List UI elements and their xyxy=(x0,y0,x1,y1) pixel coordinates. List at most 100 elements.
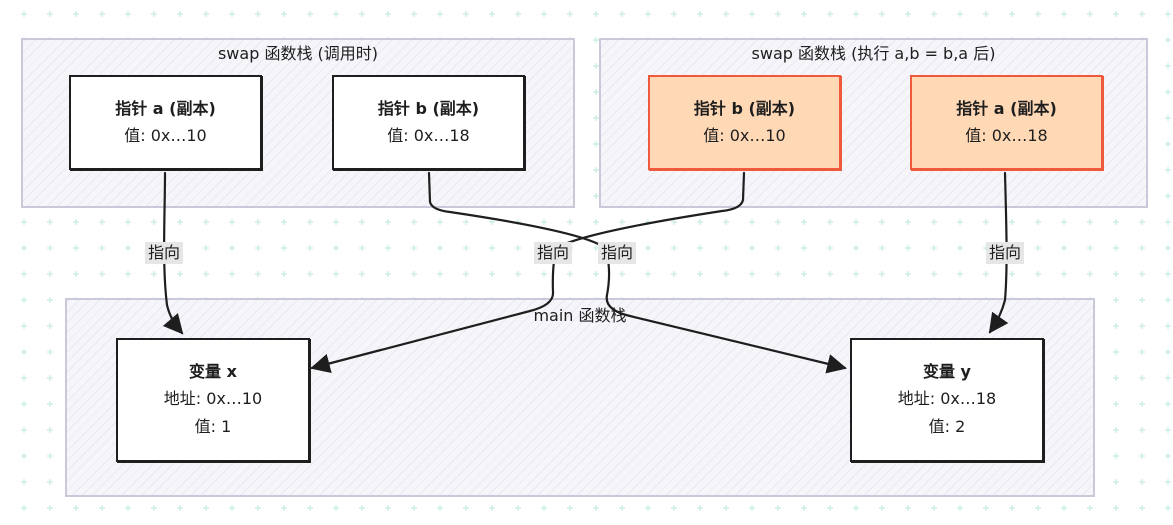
grid-plus-mark xyxy=(21,479,27,485)
pointer-a-copy-box[interactable]: 指针 a (副本) 值: 0x…10 xyxy=(69,75,262,170)
grid-plus-mark xyxy=(307,219,313,225)
grid-plus-mark xyxy=(47,271,53,277)
grid-plus-mark xyxy=(281,505,287,511)
grid-plus-mark xyxy=(333,219,339,225)
grid-plus-mark xyxy=(437,271,443,277)
grid-plus-mark xyxy=(1113,479,1119,485)
grid-plus-mark xyxy=(593,63,599,69)
grid-plus-mark xyxy=(515,505,521,511)
grid-plus-mark xyxy=(255,271,261,277)
grid-plus-mark xyxy=(1087,11,1093,17)
grid-plus-mark xyxy=(47,219,53,225)
frame-title: swap 函数栈 (执行 a,b = b,a 后) xyxy=(751,44,996,63)
grid-plus-mark xyxy=(359,11,365,17)
grid-plus-mark xyxy=(931,245,937,251)
grid-plus-mark xyxy=(437,11,443,17)
grid-plus-mark xyxy=(1113,297,1119,303)
grid-plus-mark xyxy=(723,219,729,225)
grid-plus-mark xyxy=(1165,453,1171,459)
grid-plus-mark xyxy=(593,141,599,147)
grid-plus-mark xyxy=(1165,271,1171,277)
grid-plus-mark xyxy=(203,245,209,251)
grid-plus-mark xyxy=(983,271,989,277)
frame-title: main 函数栈 xyxy=(533,306,627,325)
grid-plus-mark xyxy=(671,505,677,511)
grid-plus-mark xyxy=(151,505,157,511)
pointer-b-copy-box[interactable]: 指针 b (副本) 值: 0x…18 xyxy=(332,75,525,170)
edge-label-a-after: 指向 xyxy=(986,242,1025,264)
grid-plus-mark xyxy=(73,245,79,251)
grid-plus-mark xyxy=(1139,245,1145,251)
grid-plus-mark xyxy=(1165,141,1171,147)
grid-plus-mark xyxy=(1139,271,1145,277)
grid-plus-mark xyxy=(931,219,937,225)
grid-plus-mark xyxy=(47,245,53,251)
pointer-a-copy-swapped-box[interactable]: 指针 a (副本) 值: 0x…18 xyxy=(910,75,1103,170)
grid-plus-mark xyxy=(541,11,547,17)
grid-plus-mark xyxy=(541,505,547,511)
grid-plus-mark xyxy=(801,505,807,511)
grid-plus-mark xyxy=(801,219,807,225)
grid-plus-mark xyxy=(47,297,53,303)
grid-plus-mark xyxy=(697,245,703,251)
grid-plus-mark xyxy=(177,11,183,17)
grid-plus-mark xyxy=(1113,505,1119,511)
grid-plus-mark xyxy=(489,219,495,225)
grid-plus-mark xyxy=(21,271,27,277)
grid-plus-mark xyxy=(749,271,755,277)
grid-plus-mark xyxy=(21,11,27,17)
grid-plus-mark xyxy=(1165,401,1171,407)
grid-plus-mark xyxy=(151,11,157,17)
grid-plus-mark xyxy=(1009,505,1015,511)
box-title: 变量 x xyxy=(189,362,237,381)
grid-plus-mark xyxy=(1165,323,1171,329)
pointer-b-copy-swapped-box[interactable]: 指针 b (副本) 值: 0x…10 xyxy=(648,75,841,170)
grid-plus-mark xyxy=(853,11,859,17)
grid-plus-mark xyxy=(47,427,53,433)
grid-plus-mark xyxy=(489,245,495,251)
grid-plus-mark xyxy=(463,11,469,17)
grid-plus-mark xyxy=(801,11,807,17)
grid-plus-mark xyxy=(1113,453,1119,459)
grid-plus-mark xyxy=(671,271,677,277)
grid-plus-mark xyxy=(801,271,807,277)
grid-plus-mark xyxy=(905,11,911,17)
grid-plus-mark xyxy=(1139,453,1145,459)
grid-plus-mark xyxy=(255,219,261,225)
grid-plus-mark xyxy=(1165,297,1171,303)
variable-x-box[interactable]: 变量 x 地址: 0x…10 值: 1 xyxy=(116,338,310,462)
grid-plus-mark xyxy=(1113,349,1119,355)
grid-plus-mark xyxy=(281,245,287,251)
grid-plus-mark xyxy=(567,271,573,277)
grid-plus-mark xyxy=(125,271,131,277)
edge-label-b-call: 指向 xyxy=(598,242,637,264)
grid-plus-mark xyxy=(385,219,391,225)
grid-plus-mark xyxy=(593,37,599,43)
grid-plus-mark xyxy=(645,505,651,511)
box-value: 值: 0x…18 xyxy=(387,125,470,145)
grid-plus-mark xyxy=(437,219,443,225)
grid-plus-mark xyxy=(957,271,963,277)
box-title: 指针 b (副本) xyxy=(377,98,480,118)
grid-plus-mark xyxy=(1035,505,1041,511)
grid-plus-mark xyxy=(281,11,287,17)
variable-y-box[interactable]: 变量 y 地址: 0x…18 值: 2 xyxy=(850,338,1044,462)
grid-plus-mark xyxy=(1113,219,1119,225)
grid-plus-mark xyxy=(1139,349,1145,355)
grid-plus-mark xyxy=(1165,375,1171,381)
grid-plus-mark xyxy=(749,505,755,511)
grid-plus-mark xyxy=(385,245,391,251)
grid-plus-mark xyxy=(463,219,469,225)
grid-plus-mark xyxy=(333,11,339,17)
box-title: 指针 b (副本) xyxy=(693,98,796,118)
grid-plus-mark xyxy=(21,427,27,433)
grid-plus-mark xyxy=(931,271,937,277)
box-title: 指针 a (副本) xyxy=(956,98,1057,118)
grid-plus-mark xyxy=(1113,323,1119,329)
grid-plus-mark xyxy=(775,505,781,511)
grid-plus-mark xyxy=(203,219,209,225)
grid-plus-mark xyxy=(931,11,937,17)
grid-plus-mark xyxy=(723,11,729,17)
grid-plus-mark xyxy=(307,245,313,251)
grid-plus-mark xyxy=(1061,271,1067,277)
